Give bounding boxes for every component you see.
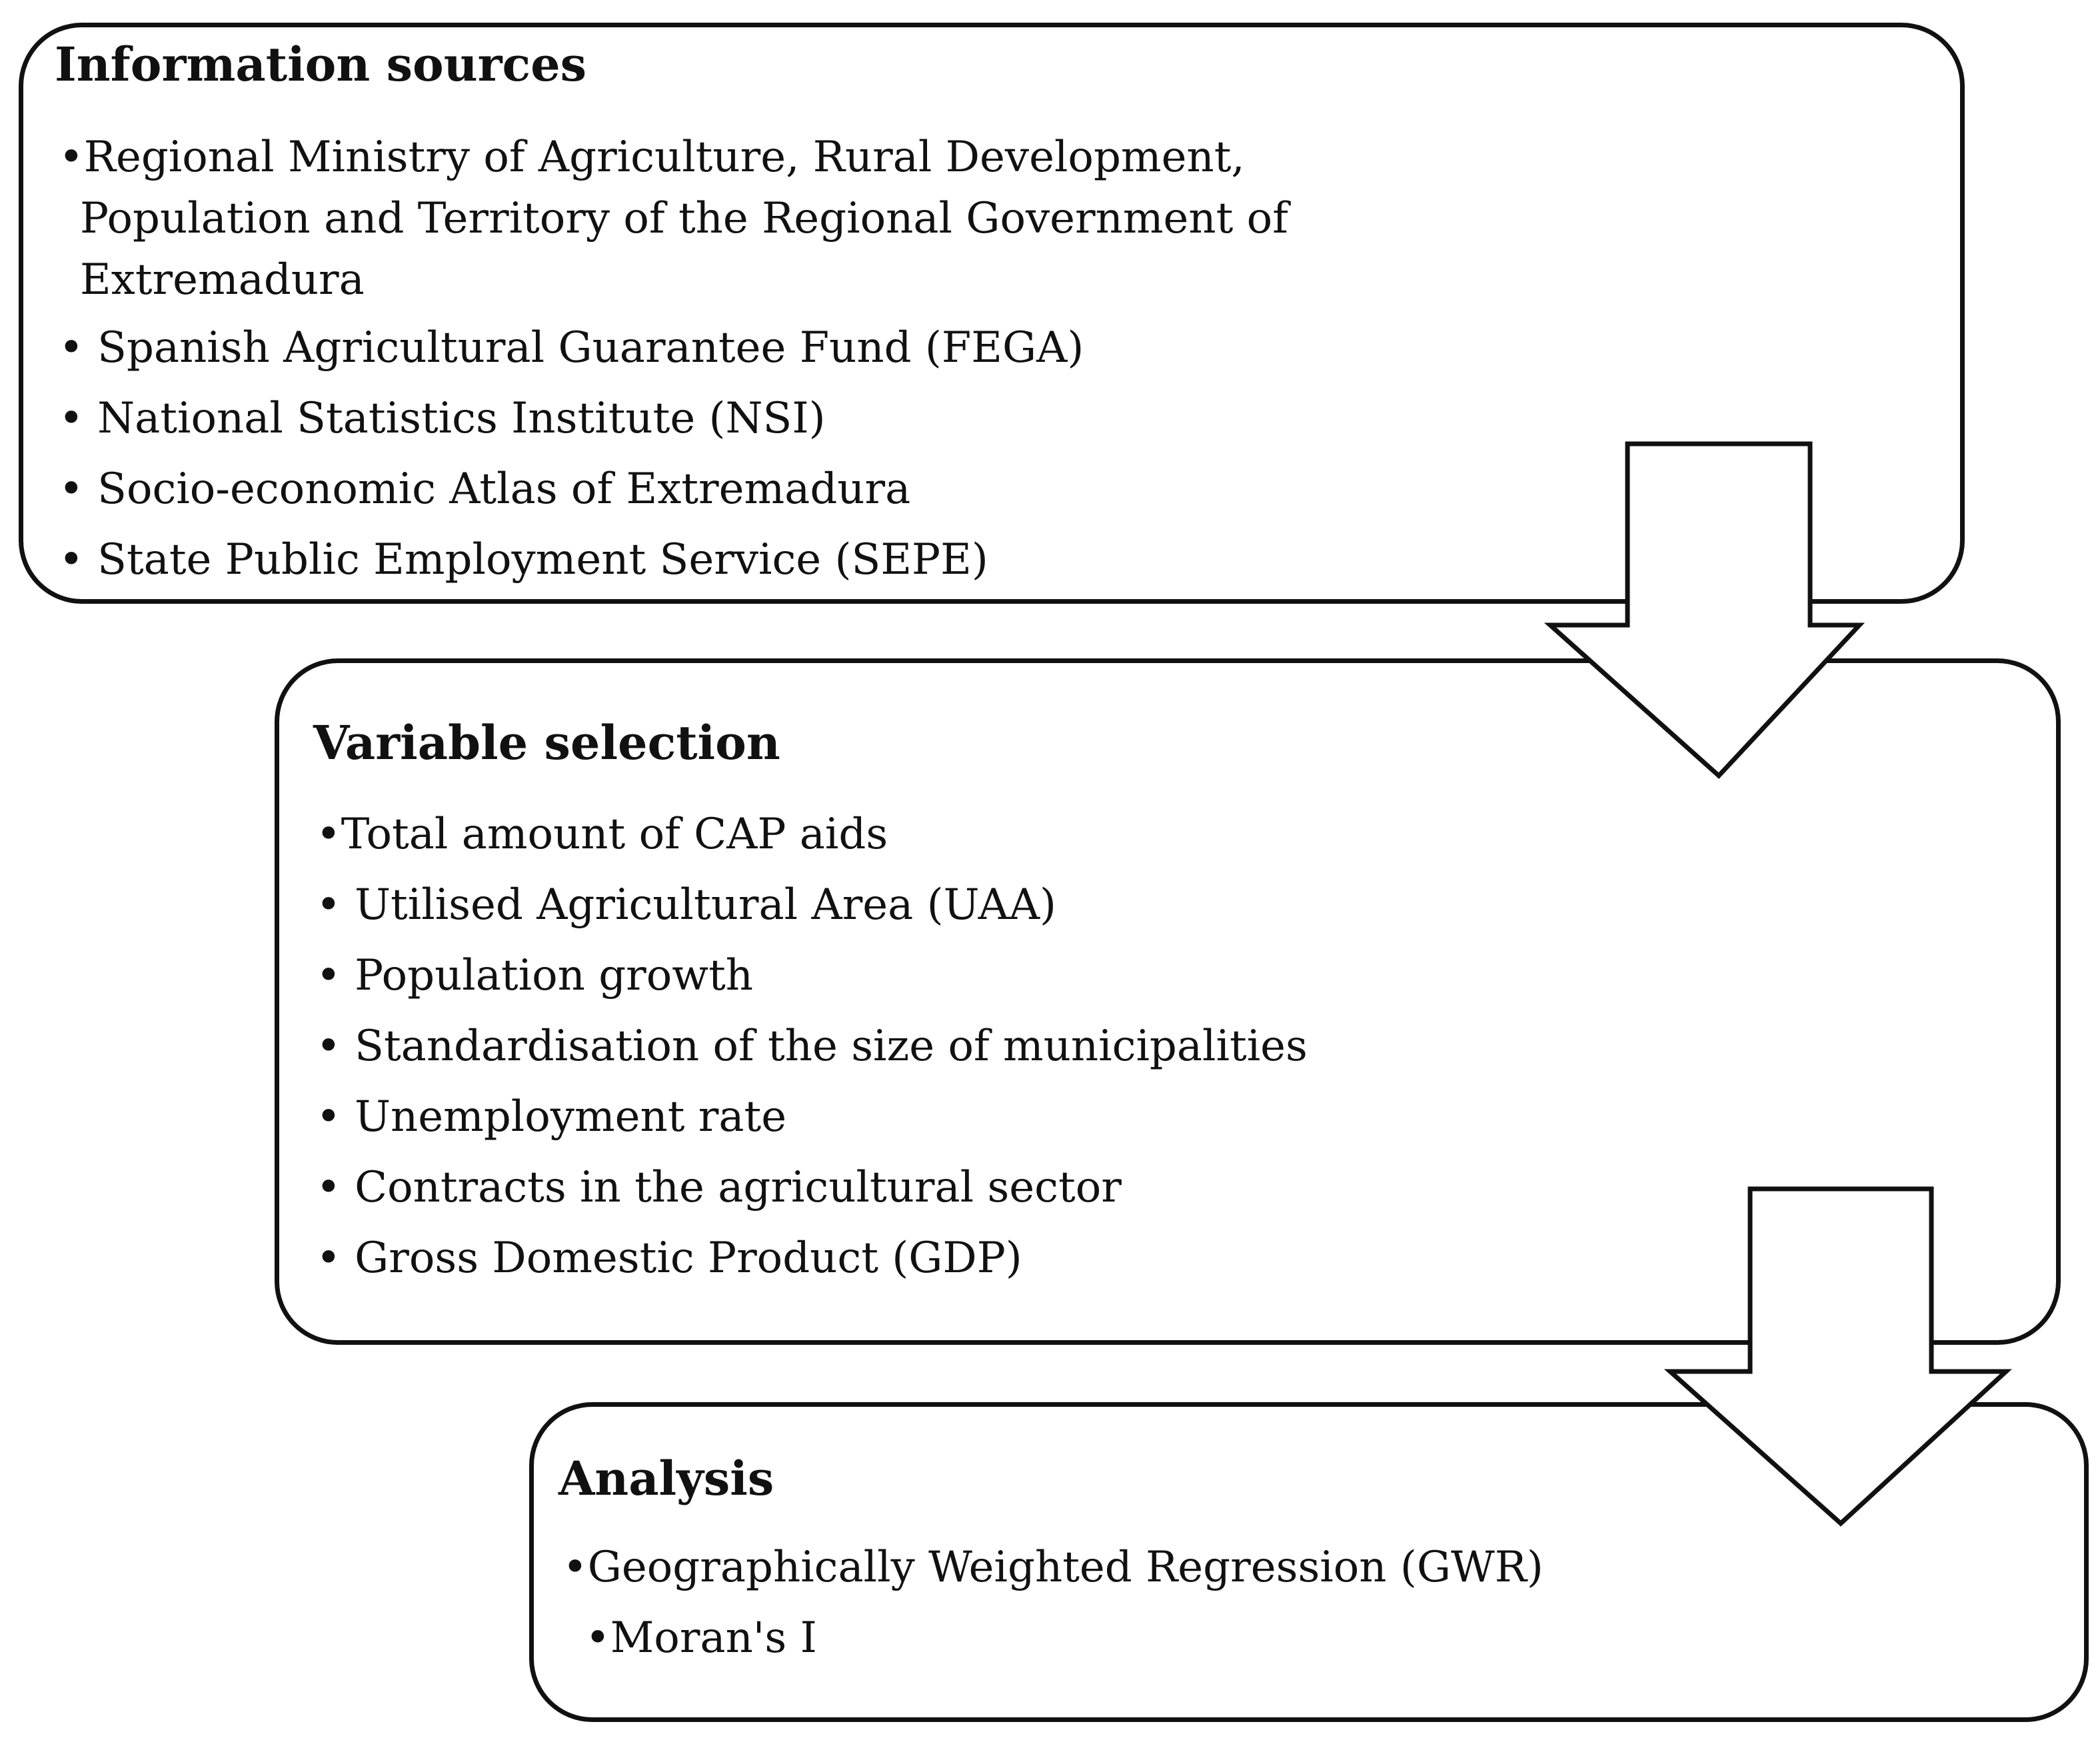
source-item-ministry-line2: Population and Territory of the Regional… bbox=[80, 194, 1288, 243]
variable-item-population-growth: • Population growth bbox=[316, 945, 753, 1006]
bullet-icon: • bbox=[316, 1092, 341, 1142]
bullet-icon: • bbox=[59, 323, 84, 373]
bullet-icon: • bbox=[316, 1022, 341, 1071]
variable-item-contracts: • Contracts in the agricultural sector bbox=[316, 1157, 1122, 1218]
variable-item-uaa: • Utilised Agricultural Area (UAA) bbox=[316, 874, 1056, 936]
bullet-icon: • bbox=[562, 1543, 588, 1592]
source-item-fega: • Spanish Agricultural Guarantee Fund (F… bbox=[59, 317, 1084, 379]
source-item-atlas: • Socio-economic Atlas of Extremadura bbox=[59, 458, 910, 520]
variable-selection-title: Variable selection bbox=[313, 715, 780, 770]
analysis-item-morans-i: •Moran's I bbox=[585, 1607, 817, 1669]
information-sources-title: Information sources bbox=[55, 37, 587, 92]
analysis-item-gwr: •Geographically Weighted Regression (GWR… bbox=[562, 1537, 1544, 1598]
source-item-sepe: • State Public Employment Service (SEPE) bbox=[59, 529, 988, 590]
bullet-icon: • bbox=[316, 951, 341, 1000]
bullet-icon: • bbox=[59, 464, 84, 514]
source-item-ministry: •Regional Ministry of Agriculture, Rural… bbox=[59, 127, 1245, 188]
bullet-icon: • bbox=[316, 810, 341, 859]
variable-item-unemployment: • Unemployment rate bbox=[316, 1086, 786, 1148]
source-item-ministry-line3: Extremadura bbox=[80, 255, 365, 305]
bullet-icon: • bbox=[316, 880, 341, 930]
variable-item-cap-aids: •Total amount of CAP aids bbox=[316, 804, 888, 865]
variable-item-municipality-size: • Standardisation of the size of municip… bbox=[316, 1016, 1308, 1077]
bullet-icon: • bbox=[59, 535, 84, 584]
variable-item-gdp: • Gross Domestic Product (GDP) bbox=[316, 1228, 1022, 1289]
source-item-nsi: • National Statistics Institute (NSI) bbox=[59, 388, 826, 449]
analysis-title: Analysis bbox=[558, 1451, 774, 1506]
bullet-icon: • bbox=[316, 1163, 341, 1212]
bullet-icon: • bbox=[585, 1613, 610, 1663]
bullet-icon: • bbox=[59, 133, 84, 182]
bullet-icon: • bbox=[316, 1234, 341, 1283]
bullet-icon: • bbox=[59, 394, 84, 443]
